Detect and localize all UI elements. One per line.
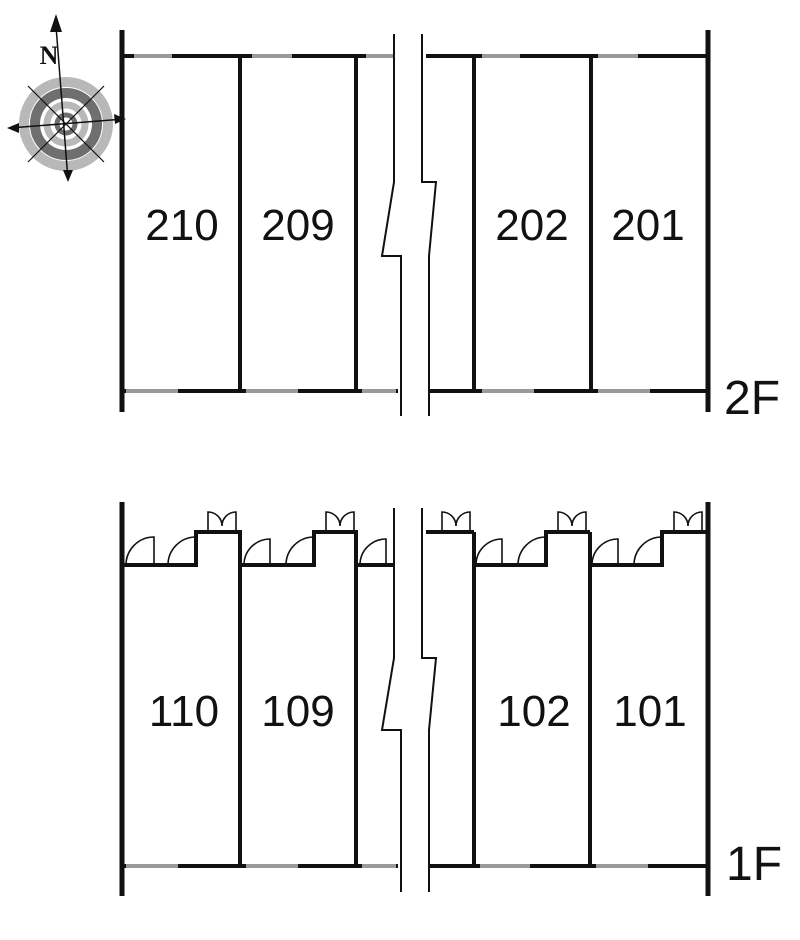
unit-label-101: 101 [613,687,686,736]
floor-1f-plan [119,502,711,896]
door-icon [125,536,663,566]
north-label: N [40,41,59,70]
unit-label-209: 209 [261,201,334,250]
floor-label-2f: 2F [724,372,780,425]
floor-label-1f: 1F [726,838,782,891]
unit-label-201: 201 [611,201,684,250]
unit-label-102: 102 [497,687,570,736]
unit-label-202: 202 [495,201,568,250]
unit-label-109: 109 [261,687,334,736]
unit-label-110: 110 [149,687,219,736]
unit-label-210: 210 [145,201,218,250]
compass-icon [7,14,126,182]
floor-2f-plan [119,30,711,416]
